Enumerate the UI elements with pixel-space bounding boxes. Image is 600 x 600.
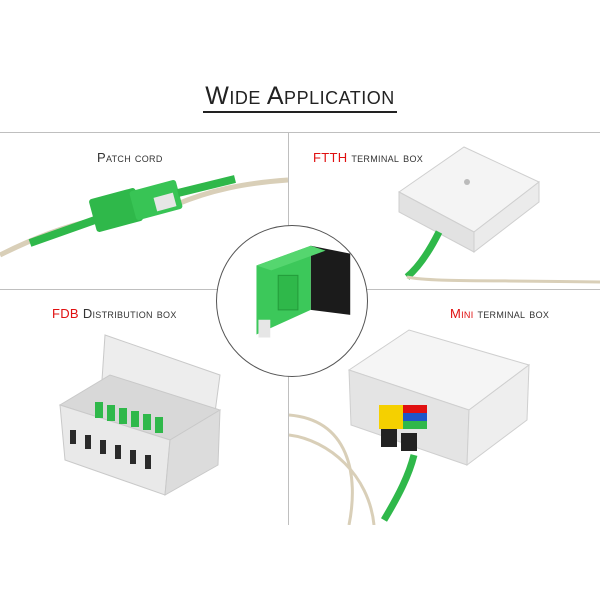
fdb-label-rest: Distribution box [78, 306, 177, 321]
adapter-closeup [216, 225, 368, 377]
label-patch-cord: Patch cord [97, 150, 163, 165]
ftth-label-rest: terminal box [347, 150, 424, 165]
page-title: Wide Application [0, 82, 600, 113]
page-title-text: Wide Application [203, 82, 397, 113]
mini-label-red: Mini [450, 306, 474, 321]
divider-top [0, 132, 600, 133]
label-mini: Mini terminal box [450, 306, 549, 321]
patch-cord-image [0, 165, 288, 285]
mini-box-image [289, 325, 600, 525]
mini-label-rest: terminal box [473, 306, 550, 321]
ftth-box-image [289, 142, 600, 288]
fdb-label-red: FDB [52, 306, 79, 321]
label-fdb: FDB Distribution box [52, 306, 177, 321]
label-ftth: FTTH terminal box [313, 150, 423, 165]
fdb-box-image [40, 330, 240, 505]
ftth-label-red: FTTH [313, 150, 348, 165]
patch-cord-label: Patch cord [97, 150, 163, 165]
